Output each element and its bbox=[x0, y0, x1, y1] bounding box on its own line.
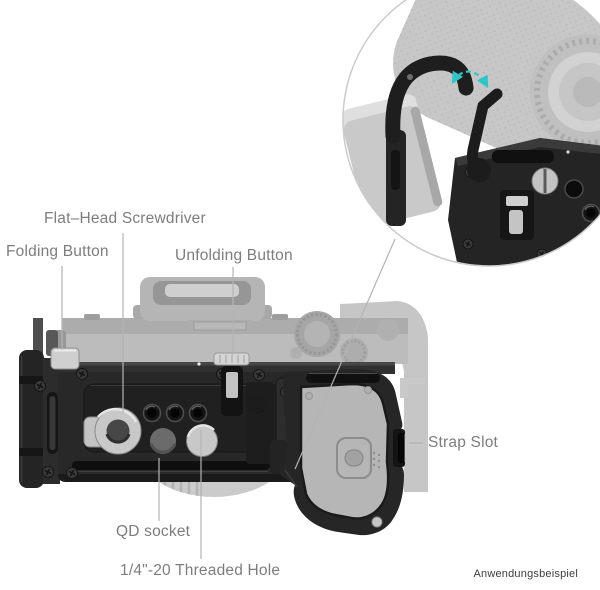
leader-inset bbox=[294, 238, 396, 470]
inset-unfolding-lever bbox=[466, 88, 503, 182]
hot-shoe bbox=[188, 320, 252, 332]
recessed-socket bbox=[150, 428, 176, 454]
index-dot bbox=[197, 362, 201, 366]
inset-detail-view bbox=[343, 0, 600, 266]
callout-unfolding-button: Unfolding Button bbox=[175, 247, 293, 264]
callout-folding-button: Folding Button bbox=[6, 243, 109, 260]
mode-dials bbox=[290, 311, 399, 366]
threaded-hole bbox=[165, 403, 185, 423]
folding-button bbox=[50, 347, 80, 370]
qd-socket bbox=[83, 407, 142, 455]
battery-door bbox=[299, 382, 390, 520]
faded-lens-mount bbox=[530, 34, 600, 150]
quarter-20-threaded-hole bbox=[186, 424, 218, 457]
callout-flat-head-screwdriver: Flat–Head Screwdriver bbox=[44, 210, 206, 227]
strap-slot bbox=[393, 429, 405, 467]
inset-ring bbox=[342, 0, 600, 267]
viewfinder bbox=[133, 277, 272, 321]
flat-head-screwdriver-tool bbox=[226, 372, 238, 398]
l-bracket-side-wing bbox=[19, 318, 60, 488]
unfolding-button bbox=[213, 352, 250, 366]
callout-quarter-20-threaded-hole: 1/4"-20 Threaded Hole bbox=[120, 562, 281, 579]
faded-strap-lug bbox=[400, 378, 425, 398]
callout-strap-slot: Strap Slot bbox=[428, 434, 499, 451]
grip-extension bbox=[279, 369, 425, 536]
callout-qd-socket: QD socket bbox=[116, 523, 191, 540]
leader-lines bbox=[61, 233, 423, 559]
grip-screw bbox=[371, 516, 383, 528]
caption-anwendungsbeispiel: Anwendungsbeispiel bbox=[473, 568, 578, 580]
rotation-arrow-icon bbox=[451, 70, 489, 89]
threaded-hole bbox=[188, 403, 208, 423]
threaded-hole bbox=[142, 403, 162, 423]
